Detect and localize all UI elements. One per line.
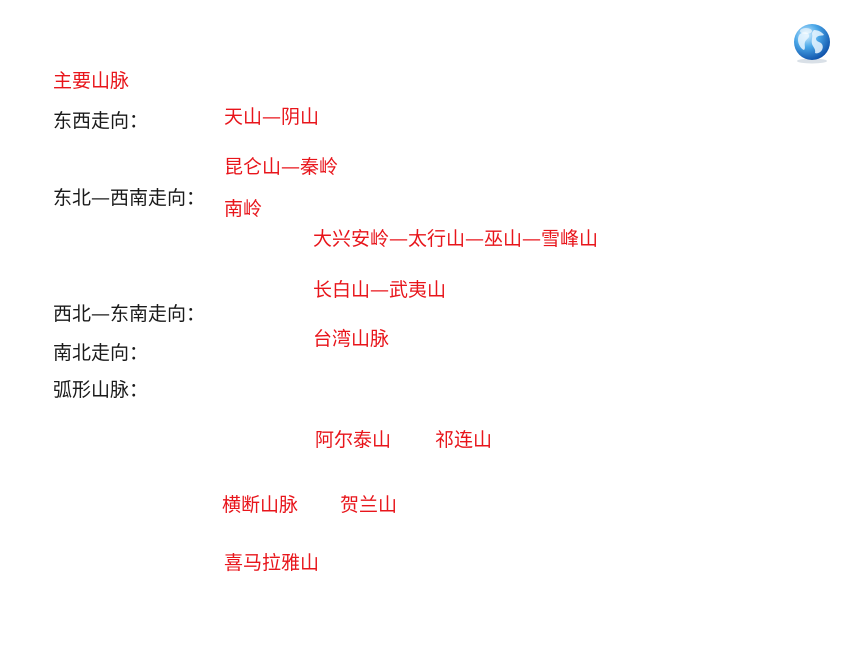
answer-himalaya: 喜马拉雅山 (224, 552, 320, 574)
answer-qilian: 祁连山 (435, 429, 493, 451)
label-northeast-southwest: 东北—西南走向： (53, 187, 206, 209)
label-north-south: 南北走向： (53, 342, 149, 364)
answer-nanling: 南岭 (224, 198, 263, 220)
section-heading: 主要山脉 (53, 70, 130, 92)
answer-helan: 贺兰山 (340, 494, 398, 516)
label-arc: 弧形山脉： (53, 379, 149, 401)
label-northwest-southeast: 西北—东南走向： (53, 303, 206, 325)
answer-hengduan: 横断山脉 (222, 494, 299, 516)
globe-icon (794, 24, 830, 64)
answer-changbai-wuyi: 长白山—武夷山 (313, 279, 447, 301)
answer-kunlun-qinling: 昆仑山—秦岭 (224, 156, 339, 178)
answer-tianshan-yinshan: 天山—阴山 (224, 106, 320, 128)
answer-altai: 阿尔泰山 (315, 429, 392, 451)
answer-daxinganling-chain: 大兴安岭—太行山—巫山—雪峰山 (313, 228, 599, 250)
label-east-west: 东西走向： (53, 110, 149, 132)
answer-taiwan-mountains: 台湾山脉 (313, 328, 390, 350)
